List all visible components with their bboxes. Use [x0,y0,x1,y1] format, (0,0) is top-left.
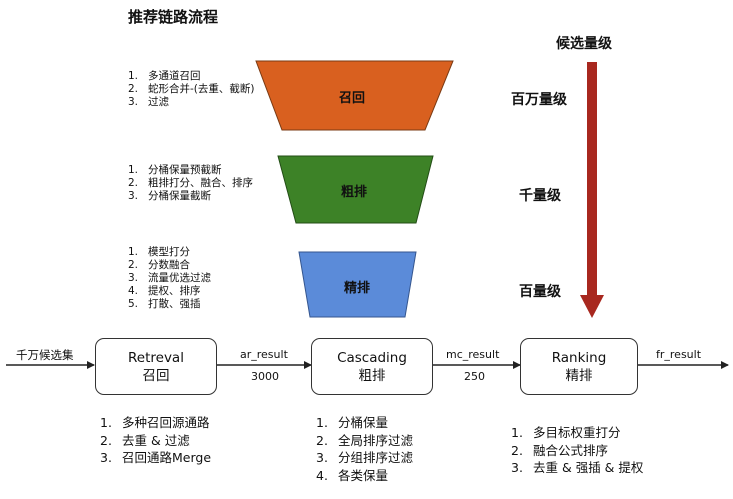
list-item: 3.流量优选过滤 [128,272,211,284]
edge-fr-result-label: fr_result [656,348,702,361]
list-item: 3.分组排序过滤 [316,450,414,465]
list-item: 4.各类保量 [316,467,389,483]
list-item: 4.提权、排序 [128,285,201,297]
stage-cascading-zh: 粗排 [358,367,386,384]
list-item: 3.去重 & 强插 & 提权 [511,460,644,475]
stage-retrieval-en: Retreval [128,349,184,366]
list-item: 2.去重 & 过滤 [100,432,190,448]
edge-mc-result-count: 250 [464,370,485,383]
stage-cascading-desc: 1.分桶保量 2.全局排序过滤 3.分组排序过滤 4.各类保量 [316,414,413,484]
coarse-rank-steps: 1.分桶保量预截断 2.粗排打分、融合、排序 3.分桶保量截断 [128,164,253,203]
edge-ar-result-count: 3000 [251,370,279,383]
stage-ranking-zh: 精排 [565,367,593,384]
list-item: 1.多目标权重打分 [511,425,621,440]
list-item: 1.分桶保量预截断 [128,164,222,176]
stage-ranking-box: Ranking 精排 [520,338,638,395]
stage-cascading-box: Cascading 粗排 [311,338,433,395]
list-item: 1.多通道召回 [128,70,201,82]
fine-rank-steps: 1.模型打分 2.分数融合 3.流量优选过滤 4.提权、排序 5.打散、强插 [128,246,211,311]
list-item: 3.过滤 [128,96,169,108]
pipeline-input-label: 千万候选集 [16,348,74,362]
stage-ranking-en: Ranking [551,349,607,366]
edge-mc-result-label: mc_result [446,348,500,361]
list-item: 2.粗排打分、融合、排序 [128,177,253,189]
diagram-title: 推荐链路流程 [128,8,219,26]
list-item: 2.分数融合 [128,259,190,271]
recall-steps: 1.多通道召回 2.蛇形合并-(去重、截断) 3.过滤 [128,70,254,109]
funnel-coarse-rank-label: 粗排 [341,185,368,200]
list-item: 1.分桶保量 [316,415,389,430]
list-item: 3.分桶保量截断 [128,190,211,202]
list-item: 1.多种召回源通路 [100,415,210,430]
funnel-recall-shape [255,60,454,131]
funnel-fine-rank-shape [298,251,417,318]
stage-cascading-en: Cascading [337,349,407,366]
stage-retrieval-box: Retreval 召回 [95,338,217,395]
scale-level-million: 百万量级 [511,92,567,108]
list-item: 2.全局排序过滤 [316,432,414,448]
funnel-fine-rank-label: 精排 [344,281,371,296]
funnel-coarse-rank-shape [277,155,434,224]
scale-level-thousand: 千量级 [519,188,561,204]
scale-title: 候选量级 [556,36,612,52]
stage-ranking-desc: 1.多目标权重打分 2.融合公式排序 3.去重 & 强插 & 提权 [511,424,643,477]
list-item: 3.召回通路Merge [100,450,212,465]
list-item: 5.打散、强插 [128,298,201,310]
list-item: 2.融合公式排序 [511,442,609,458]
scale-level-hundred: 百量级 [519,284,561,300]
stage-retrieval-zh: 召回 [142,367,170,384]
scale-arrow-shape [580,62,604,318]
edge-ar-result-label: ar_result [240,348,288,361]
list-item: 2.蛇形合并-(去重、截断) [128,83,255,95]
funnel-recall-label: 召回 [339,91,366,106]
list-item: 1.模型打分 [128,246,190,258]
stage-retrieval-desc: 1.多种召回源通路 2.去重 & 过滤 3.召回通路Merge [100,414,211,467]
